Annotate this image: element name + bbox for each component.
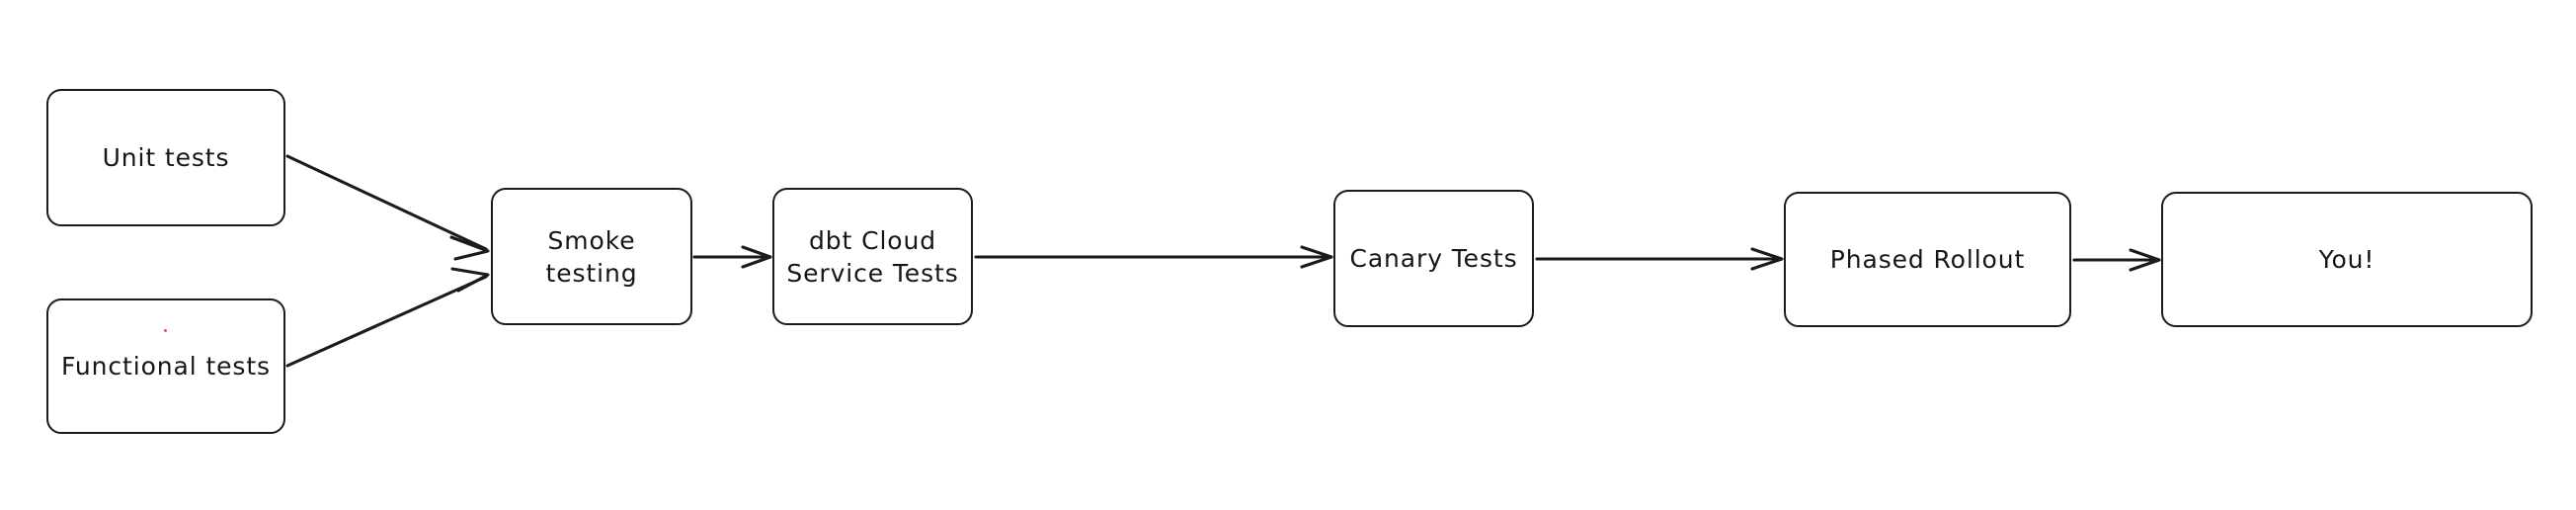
node-unit-tests[interactable]: Unit tests (46, 89, 285, 226)
node-phased-rollout[interactable]: Phased Rollout (1784, 192, 2071, 327)
node-phased-rollout-label: Phased Rollout (1829, 245, 2026, 274)
node-you-label: You! (2318, 245, 2375, 274)
node-you[interactable]: You! (2161, 192, 2533, 327)
node-unit-tests-label: Unit tests (102, 143, 230, 172)
node-functional-tests[interactable]: Functional tests (46, 298, 285, 434)
edge-smoke-to-dbt (692, 245, 772, 269)
edge-unit-to-smoke (285, 154, 490, 261)
edge-functional-to-smoke (285, 267, 490, 368)
node-dbt-cloud-service-tests[interactable]: dbt Cloud Service Tests (772, 188, 973, 325)
node-canary-tests[interactable]: Canary Tests (1333, 190, 1534, 327)
node-canary-tests-label: Canary Tests (1349, 244, 1518, 273)
stray-red-speck (164, 329, 167, 332)
edge-canary-to-phased (1535, 247, 1784, 271)
node-smoke-testing-label: Smoke testing (545, 225, 638, 288)
edge-phased-to-you (2072, 248, 2161, 272)
node-functional-tests-label: Functional tests (61, 352, 271, 381)
node-dbt-cloud-service-tests-label: dbt Cloud Service Tests (786, 225, 959, 288)
node-smoke-testing[interactable]: Smoke testing (491, 188, 692, 325)
edge-dbt-to-canary (974, 245, 1333, 269)
